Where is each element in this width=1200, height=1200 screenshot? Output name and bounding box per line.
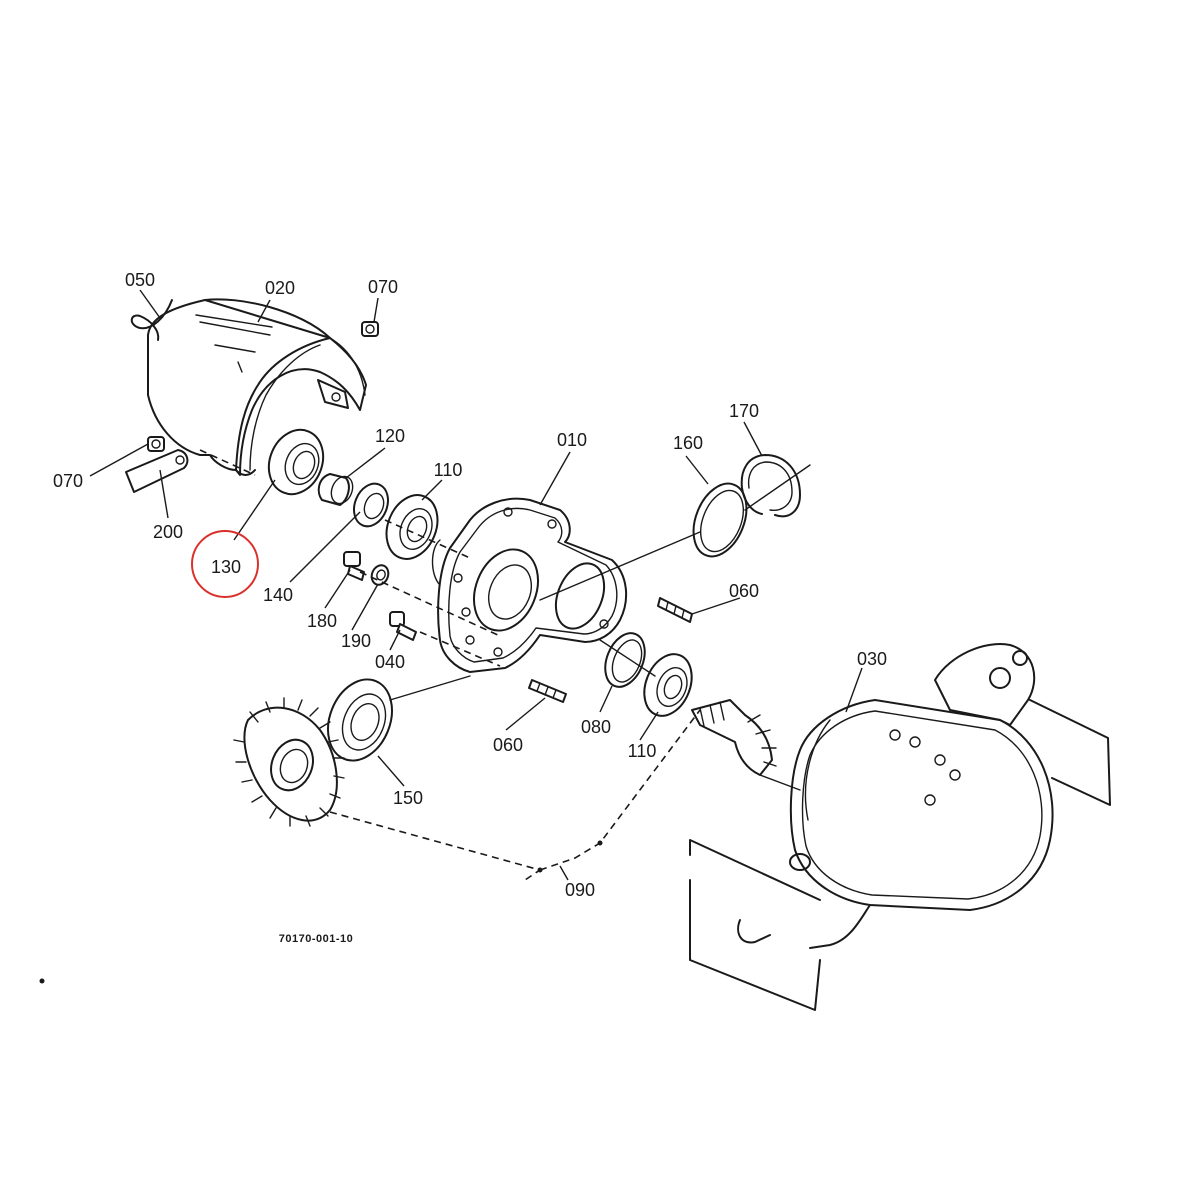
label-170: 170 bbox=[729, 401, 759, 421]
part-040-bolt[interactable] bbox=[389, 611, 417, 641]
part-140-collar[interactable] bbox=[348, 479, 394, 532]
part-050-spring-clip[interactable] bbox=[130, 299, 173, 341]
label-060-upper: 060 bbox=[729, 581, 759, 601]
label-110-upper: 110 bbox=[434, 460, 463, 480]
label-140: 140 bbox=[263, 585, 293, 605]
label-030: 030 bbox=[857, 649, 887, 669]
leader-lines bbox=[89, 289, 863, 881]
part-060-stud-lower[interactable] bbox=[528, 679, 567, 703]
part-080-o-ring[interactable] bbox=[598, 627, 652, 692]
center-lines bbox=[199, 449, 811, 881]
label-180: 180 bbox=[307, 611, 337, 631]
part-170-snap-ring[interactable] bbox=[740, 454, 801, 518]
label-120: 120 bbox=[375, 426, 405, 446]
label-040: 040 bbox=[375, 652, 405, 672]
part-020-cover[interactable] bbox=[147, 298, 367, 476]
label-020: 020 bbox=[265, 278, 295, 298]
reference-code: 70170-001-10 bbox=[279, 933, 354, 945]
part-150-bearing[interactable] bbox=[316, 670, 403, 770]
label-160: 160 bbox=[673, 433, 703, 453]
highlight-circle-130 bbox=[191, 530, 259, 598]
label-200: 200 bbox=[153, 522, 183, 542]
part-070-nut-upper[interactable] bbox=[361, 321, 379, 337]
stray-mark bbox=[39, 978, 45, 984]
label-190: 190 bbox=[341, 631, 371, 651]
label-090: 090 bbox=[565, 880, 595, 900]
part-120-sleeve[interactable] bbox=[317, 473, 357, 506]
label-130: 130 bbox=[211, 557, 241, 577]
part-200-plate[interactable] bbox=[125, 449, 189, 493]
part-030-axle-case[interactable] bbox=[689, 643, 1111, 1011]
part-070-nut-lower[interactable] bbox=[147, 436, 165, 452]
label-110-lower: 110 bbox=[628, 741, 657, 761]
part-190-washer[interactable] bbox=[369, 563, 391, 588]
part-010-housing[interactable] bbox=[431, 497, 628, 673]
bevel-gear[interactable] bbox=[233, 697, 345, 827]
part-180-bolt[interactable] bbox=[343, 551, 365, 581]
part-110-bearing-upper[interactable] bbox=[377, 487, 446, 566]
part-130-bearing[interactable] bbox=[260, 422, 333, 503]
label-080: 080 bbox=[581, 717, 611, 737]
label-050: 050 bbox=[125, 270, 155, 290]
label-010: 010 bbox=[557, 430, 587, 450]
label-070-lower: 070 bbox=[53, 471, 83, 491]
label-060-lower: 060 bbox=[493, 735, 523, 755]
part-110-bearing-lower[interactable] bbox=[636, 647, 701, 723]
part-labels: 010 020 030 040 050 060 060 070 070 080 … bbox=[53, 270, 887, 900]
part-160-ring[interactable] bbox=[684, 476, 757, 564]
pinion-shaft[interactable] bbox=[691, 699, 777, 776]
label-070-upper: 070 bbox=[368, 277, 398, 297]
part-060-stud-upper[interactable] bbox=[657, 597, 693, 623]
label-150: 150 bbox=[393, 788, 423, 808]
